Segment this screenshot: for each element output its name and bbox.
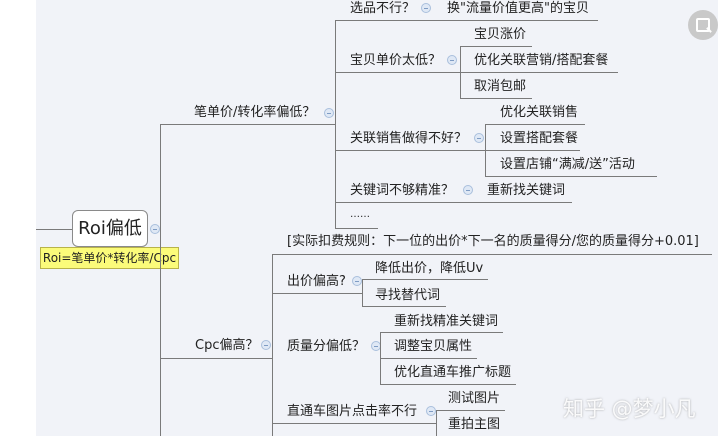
search-icon[interactable] (688, 10, 718, 40)
connector (362, 279, 363, 306)
subtopic[interactable]: 关键词不够精准？ (350, 183, 455, 198)
rule-topic[interactable]: [实际扣费规则：下一位的出价*下一名的质量得分/您的质量得分+0.01] (287, 234, 699, 249)
collapse-icon[interactable] (324, 108, 334, 118)
leaf-topic[interactable]: 换"流量价值更高"的宝贝 (447, 1, 589, 16)
connector (36, 229, 72, 230)
leaf-topic[interactable]: 重新找关键词 (487, 183, 566, 198)
branch-topic[interactable]: Cpc偏高？ (195, 338, 259, 353)
leaf-topic[interactable]: 调整宝贝属性 (394, 339, 473, 354)
leaf-topic[interactable]: 重新找精准关键词 (394, 314, 499, 329)
connector (335, 228, 378, 229)
root-topic[interactable]: Roi偏低 (72, 210, 148, 247)
leaf-topic[interactable]: 优化关联销售 (500, 105, 579, 120)
connector (460, 72, 618, 73)
leaf-topic[interactable]: 设置搭配套餐 (500, 131, 579, 146)
connector (335, 20, 336, 228)
collapse-icon[interactable] (426, 406, 436, 416)
collapse-icon[interactable] (261, 340, 271, 350)
watermark: 知乎 @梦小凡 (563, 397, 696, 421)
branch-topic[interactable]: 笔单价/转化率偏低？ (194, 105, 316, 120)
subtopic[interactable]: 出价偏高? (287, 274, 346, 289)
connector (335, 150, 485, 151)
subtopic[interactable]: 选品不行？ (350, 1, 416, 16)
collapse-icon[interactable] (474, 133, 484, 143)
collapse-icon[interactable] (150, 224, 160, 234)
connector (380, 384, 516, 385)
subtopic[interactable]: 质量分偏低？ (287, 339, 366, 354)
root-note: Roi=笔单价*转化率/Cpc (40, 247, 179, 269)
connector (160, 358, 272, 359)
connector (485, 176, 657, 177)
subtopic[interactable]: 直通车图片点击率不行 (287, 404, 418, 419)
leaf-topic[interactable]: 寻找替代词 (375, 288, 441, 303)
connector (160, 124, 161, 436)
connector (460, 46, 532, 47)
connector (272, 293, 362, 294)
connector (335, 20, 598, 21)
subtopic[interactable]: 宝贝单价太低？ (350, 53, 442, 68)
connector (380, 332, 503, 333)
collapse-icon[interactable] (421, 3, 431, 13)
connector (335, 202, 572, 203)
connector (436, 410, 505, 411)
subtopic[interactable]: 关联销售做得不好？ (350, 131, 468, 146)
connector (272, 254, 712, 255)
leaf-topic[interactable]: 取消包邮 (474, 79, 527, 94)
connector (335, 72, 460, 73)
collapse-icon[interactable] (447, 55, 457, 65)
connector (362, 306, 446, 307)
connector (362, 279, 488, 280)
connector (436, 410, 437, 436)
connector (272, 254, 273, 436)
leaf-topic[interactable]: 降低出价，降低Uv (375, 261, 484, 276)
leaf-topic[interactable]: 重拍主图 (448, 417, 501, 432)
leaf-topic[interactable]: 设置店铺“满减/送”活动 (500, 157, 635, 172)
leaf-topic[interactable]: 宝贝涨价 (474, 27, 527, 42)
connector (272, 423, 436, 424)
leaf-topic[interactable]: 优化直通车推广标题 (394, 365, 512, 380)
connector (380, 358, 477, 359)
leaf-topic[interactable]: 优化关联营销/搭配套餐 (474, 53, 609, 68)
connector (160, 124, 335, 125)
subtopic[interactable]: …… (350, 209, 370, 220)
collapse-icon[interactable] (352, 276, 362, 286)
collapse-icon[interactable] (463, 185, 473, 195)
left-margin (0, 0, 36, 436)
connector (485, 124, 585, 125)
connector (485, 150, 580, 151)
connector (460, 98, 532, 99)
leaf-topic[interactable]: 测试图片 (448, 391, 501, 406)
